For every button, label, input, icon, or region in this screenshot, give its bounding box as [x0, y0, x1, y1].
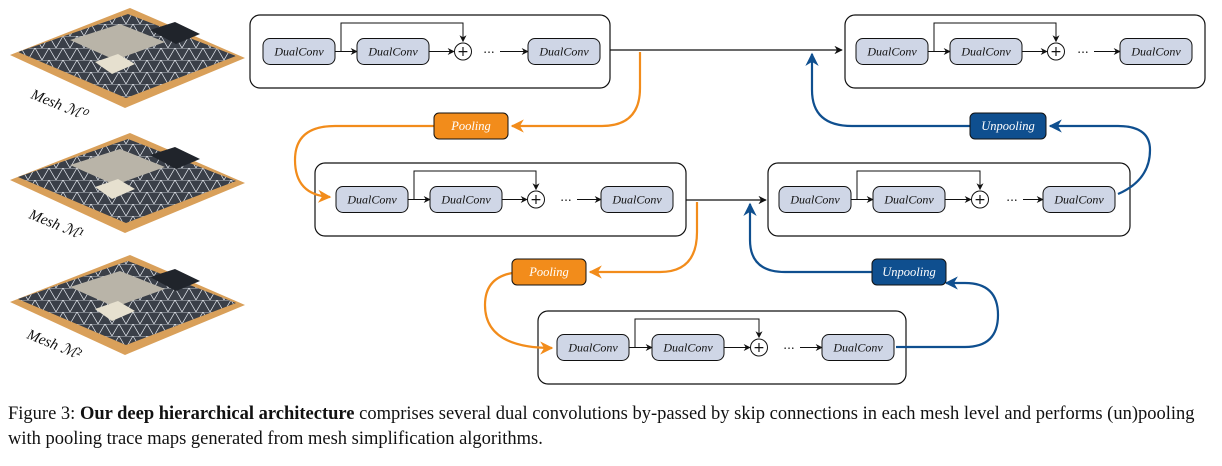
- dualconv-node: DualConv: [949, 38, 1023, 65]
- pooling-op-0: Pooling: [433, 112, 509, 140]
- dualconv-node: DualConv: [778, 186, 852, 213]
- sum-node: +: [1047, 42, 1065, 61]
- dualconv-label: DualConv: [960, 45, 1011, 59]
- plus-label: +: [753, 340, 765, 356]
- unpooling-label-1: Unpooling: [882, 265, 935, 279]
- dualconv-label: DualConv: [832, 341, 883, 355]
- block-level-1-decoder: DualConv DualConv DualConv + ···: [767, 162, 1131, 237]
- ellipsis-label: ···: [783, 342, 794, 356]
- block-level-1-encoder: DualConv DualConv DualConv + ···: [314, 162, 687, 237]
- plus-label: +: [530, 192, 542, 208]
- connections: [610, 45, 906, 349]
- dualconv-label: DualConv: [1053, 193, 1104, 207]
- caption-bold: Our deep hierarchical architecture: [79, 404, 355, 424]
- mesh-level-2-thumbnail: Mesh ℳ²: [10, 255, 245, 363]
- pooling-op-1: Pooling: [511, 258, 587, 286]
- dualconv-node: DualConv: [356, 38, 430, 65]
- dualconv-label: DualConv: [866, 45, 917, 59]
- unpooling-op-1: Unpooling: [871, 258, 947, 286]
- unpooling-op-0: Unpooling: [969, 112, 1047, 140]
- plus-label: +: [457, 44, 469, 60]
- dualconv-node: DualConv: [527, 38, 601, 65]
- pooling-label-1: Pooling: [528, 265, 569, 279]
- dualconv-label: DualConv: [883, 193, 934, 207]
- dualconv-node: DualConv: [651, 334, 725, 361]
- dualconv-node: DualConv: [1042, 186, 1116, 213]
- sum-node: +: [971, 190, 989, 209]
- dualconv-label: DualConv: [440, 193, 491, 207]
- unpooling-label-0: Unpooling: [981, 119, 1034, 133]
- sum-node: +: [750, 338, 768, 357]
- caption-rest: comprises several dual convolutions by-p…: [8, 404, 1195, 449]
- pooling-label-0: Pooling: [450, 119, 491, 133]
- block-level-2-encoder: DualConv DualConv DualConv + ···: [537, 310, 907, 385]
- mesh-label-2: Mesh ℳ²: [24, 326, 84, 363]
- caption-prefix: Figure 3:: [8, 404, 80, 424]
- figure-caption: Figure 3: Our deep hierarchical architec…: [8, 402, 1214, 452]
- plus-label: +: [974, 192, 986, 208]
- ellipsis-label: ···: [560, 194, 571, 208]
- dualconv-node: DualConv: [872, 186, 946, 213]
- dualconv-node: DualConv: [600, 186, 674, 213]
- block-level-0-encoder: DualConv DualConv DualConv + ···: [249, 14, 611, 89]
- dualconv-label: DualConv: [538, 45, 589, 59]
- dualconv-node: DualConv: [821, 334, 895, 361]
- dualconv-node: DualConv: [855, 38, 929, 65]
- ellipsis-label: ···: [483, 46, 494, 60]
- dualconv-node: DualConv: [556, 334, 630, 361]
- sum-node: +: [454, 42, 472, 61]
- dualconv-label: DualConv: [611, 193, 662, 207]
- dualconv-label: DualConv: [567, 341, 618, 355]
- dualconv-label: DualConv: [273, 45, 324, 59]
- mesh-level-0-thumbnail: Mesh ℳ⁰: [10, 8, 245, 124]
- unpooling-paths: [743, 52, 1152, 349]
- dualconv-node: DualConv: [1119, 38, 1193, 65]
- dualconv-label: DualConv: [367, 45, 418, 59]
- sum-node: +: [527, 190, 545, 209]
- mesh-level-1-thumbnail: Mesh ℳ¹: [10, 133, 245, 243]
- dualconv-label: DualConv: [662, 341, 713, 355]
- dualconv-node: DualConv: [262, 38, 336, 65]
- dualconv-label: DualConv: [1130, 45, 1181, 59]
- dualconv-node: DualConv: [429, 186, 503, 213]
- ellipsis-label: ···: [1077, 46, 1088, 60]
- plus-label: +: [1050, 44, 1062, 60]
- mesh-label-0: Mesh ℳ⁰: [28, 86, 91, 124]
- pooling-paths: [293, 52, 699, 355]
- mesh-label-1: Mesh ℳ¹: [26, 206, 86, 243]
- dualconv-node: DualConv: [335, 186, 409, 213]
- dualconv-label: DualConv: [789, 193, 840, 207]
- ellipsis-label: ···: [1006, 194, 1017, 208]
- dualconv-label: DualConv: [346, 193, 397, 207]
- block-level-0-decoder: DualConv DualConv DualConv + ···: [844, 14, 1206, 89]
